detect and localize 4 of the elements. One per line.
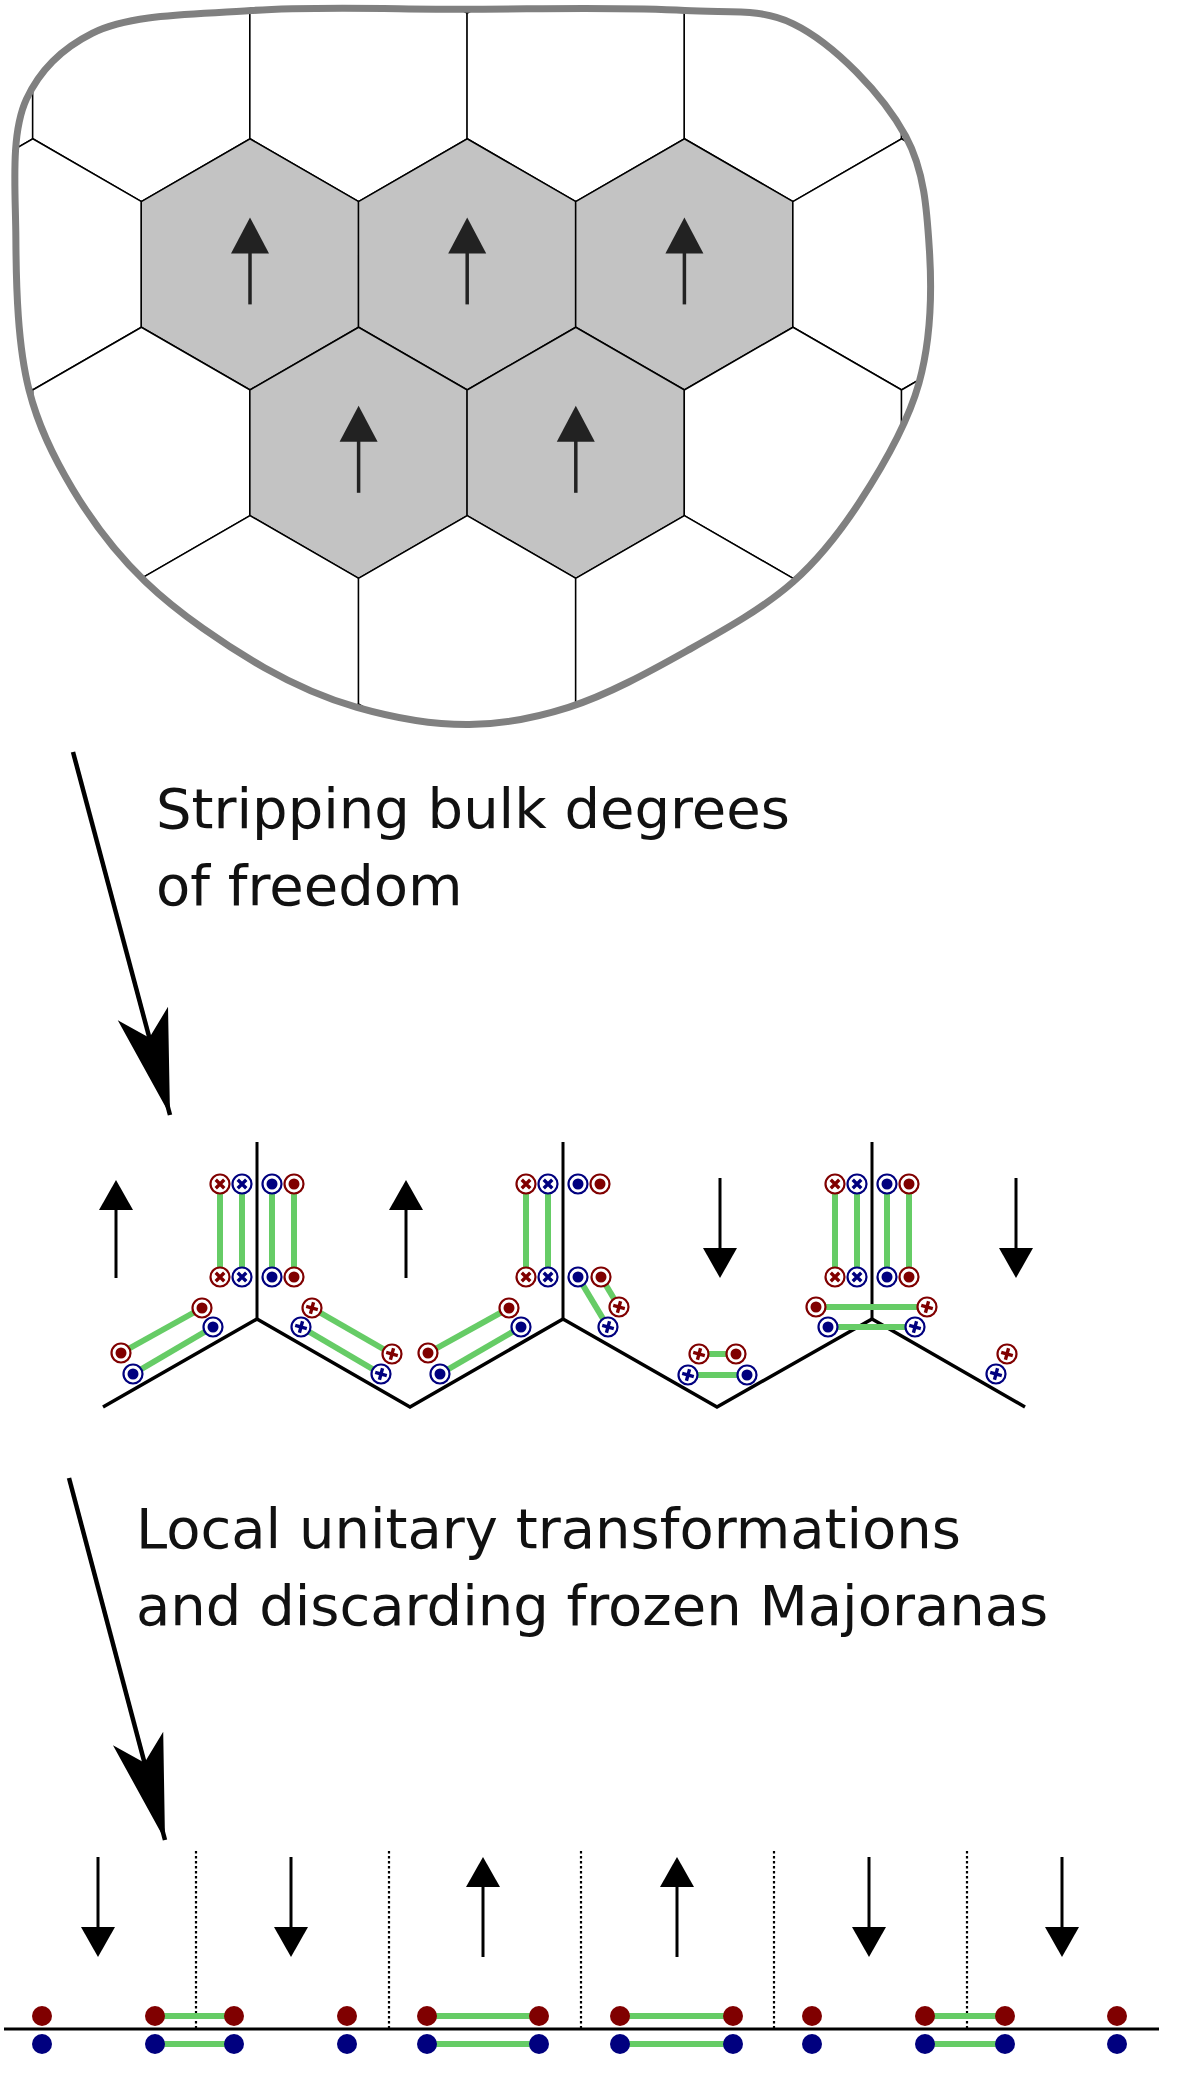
edge-label: Local unitary transformations and discarding frozen Majoranas	[136, 1495, 1050, 1640]
arrow	[66, 1477, 168, 1841]
arrow	[70, 751, 173, 1116]
edge-label: Stripping bulk degrees of freedom	[156, 775, 791, 920]
